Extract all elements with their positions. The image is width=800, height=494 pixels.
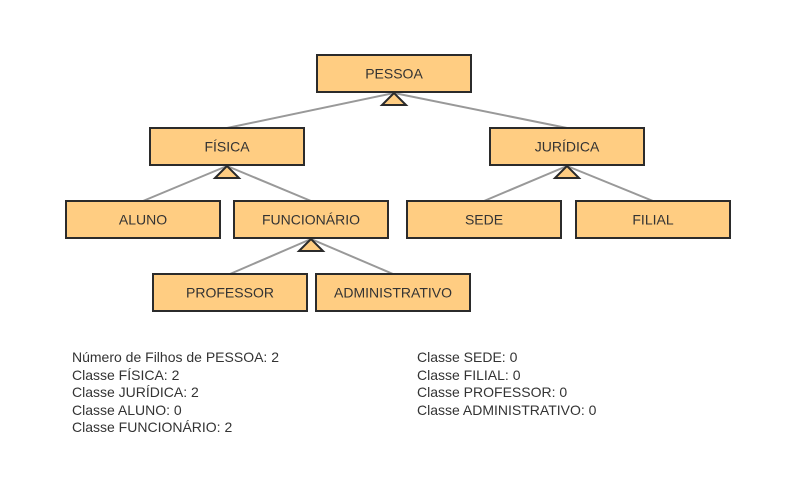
class-box[interactable] bbox=[575, 200, 731, 239]
class-box[interactable] bbox=[406, 200, 562, 239]
class-label: ALUNO bbox=[119, 212, 167, 228]
class-box[interactable] bbox=[149, 127, 305, 166]
class-hierarchy-diagram: PESSOA FÍSICA JURÍDICA ALUNO FUNCIONÁRIO SEDE… bbox=[65, 54, 731, 312]
edge-fisica-funcionario bbox=[226, 165, 312, 202]
class-node-sede[interactable]: SEDE bbox=[406, 200, 562, 239]
class-label: JURÍDICA bbox=[535, 139, 600, 155]
edge-juridica-filial bbox=[566, 165, 654, 202]
class-label: PESSOA bbox=[365, 66, 423, 82]
inheritance-triangle-juridica bbox=[552, 164, 582, 179]
class-label: PROFESSOR bbox=[186, 285, 274, 301]
info-line: Classe ADMINISTRATIVO: 0 bbox=[417, 401, 597, 418]
class-box[interactable] bbox=[315, 273, 471, 312]
class-label: FILIAL bbox=[632, 212, 673, 228]
class-node-administrativo[interactable]: ADMINISTRATIVO bbox=[315, 273, 471, 312]
edge-funcionario-administrativo bbox=[310, 238, 394, 275]
class-label: FÍSICA bbox=[204, 139, 250, 155]
class-label: SEDE bbox=[465, 212, 503, 228]
info-right-column: Classe SEDE: 0 Classe FILIAL: 0 Classe P… bbox=[417, 349, 596, 419]
info-line: Classe JURÍDICA: 2 bbox=[72, 384, 199, 401]
triangles-layer bbox=[212, 91, 582, 252]
class-box[interactable] bbox=[152, 273, 308, 312]
class-box[interactable] bbox=[489, 127, 645, 166]
class-node-funcionario[interactable]: FUNCIONÁRIO bbox=[233, 200, 389, 239]
edge-funcionario-professor bbox=[229, 238, 312, 275]
info-line: Classe SEDE: 0 bbox=[417, 349, 518, 365]
info-line: Classe PROFESSOR: 0 bbox=[417, 384, 568, 401]
info-line: Número de Filhos de PESSOA: 2 bbox=[72, 349, 279, 365]
info-line: Classe ALUNO: 0 bbox=[72, 401, 182, 418]
edge-pessoa-fisica bbox=[226, 92, 395, 129]
class-label: FUNCIONÁRIO bbox=[262, 212, 360, 228]
class-node-aluno[interactable]: ALUNO bbox=[65, 200, 221, 239]
edges-layer bbox=[142, 92, 654, 275]
info-line: Classe FILIAL: 0 bbox=[417, 366, 521, 383]
inheritance-triangle-pessoa bbox=[379, 91, 409, 106]
edge-pessoa-juridica bbox=[393, 92, 568, 129]
edge-fisica-aluno bbox=[142, 165, 228, 202]
info-line: Classe FUNCIONÁRIO: 2 bbox=[72, 419, 233, 436]
class-node-filial[interactable]: FILIAL bbox=[575, 200, 731, 239]
edge-juridica-sede bbox=[483, 165, 568, 202]
info-left-column: Número de Filhos de PESSOA: 2 Classe FÍS… bbox=[72, 349, 279, 437]
class-node-pessoa[interactable]: PESSOA bbox=[316, 54, 472, 93]
info-line: Classe FÍSICA: 2 bbox=[72, 366, 180, 383]
inheritance-triangle-fisica bbox=[212, 164, 242, 179]
class-box[interactable] bbox=[316, 54, 472, 93]
inheritance-triangle-funcionario bbox=[296, 237, 326, 252]
class-node-juridica[interactable]: JURÍDICA bbox=[489, 127, 645, 166]
class-box[interactable] bbox=[233, 200, 389, 239]
class-box[interactable] bbox=[65, 200, 221, 239]
nodes-layer: PESSOA FÍSICA JURÍDICA ALUNO FUNCIONÁRIO SEDE… bbox=[65, 54, 731, 312]
class-node-fisica[interactable]: FÍSICA bbox=[149, 127, 305, 166]
class-label: ADMINISTRATIVO bbox=[334, 285, 452, 301]
class-node-professor[interactable]: PROFESSOR bbox=[152, 273, 308, 312]
